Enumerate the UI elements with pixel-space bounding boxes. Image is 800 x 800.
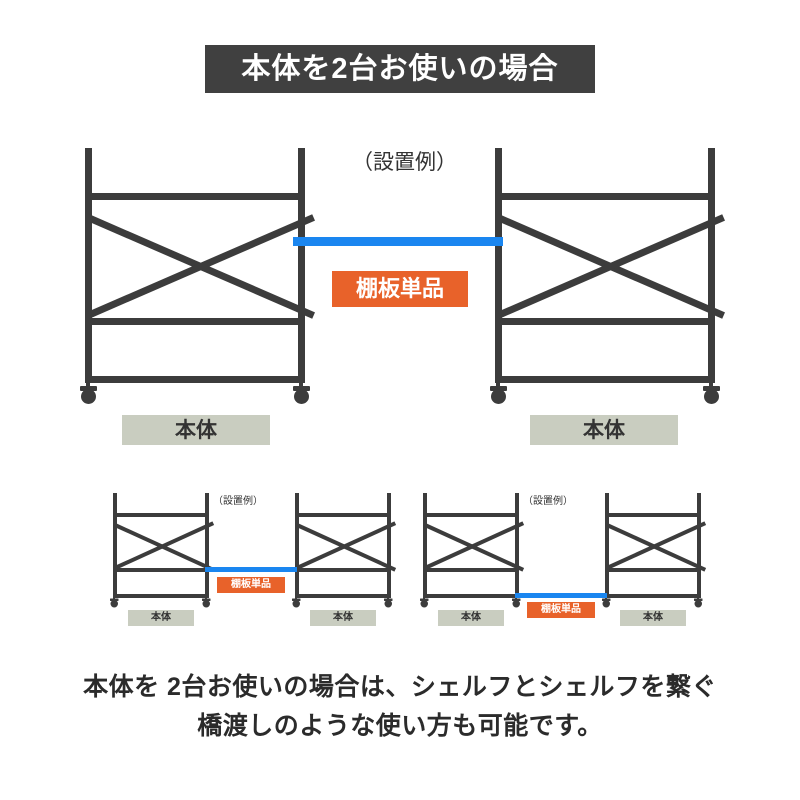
shelf-bottom [295, 594, 391, 598]
connector-shelf-board [515, 593, 607, 598]
post-right [387, 493, 391, 598]
shelf-top [423, 513, 519, 517]
unit-label-left: 本体 [128, 610, 194, 626]
caster-stem [496, 381, 500, 388]
example-note: （設置例） [523, 496, 573, 507]
shelf-middle [605, 568, 701, 572]
shelf-middle [113, 568, 209, 572]
bottom-caption: 本体を 2台お使いの場合は、シェルフとシェルフを繋ぐ 橋渡しのような使い方も可能… [0, 668, 800, 746]
post-right [205, 493, 209, 598]
post-left [605, 493, 609, 598]
caster-bracket [202, 598, 211, 601]
caster-bracket [110, 598, 119, 601]
example-note: （設置例） [352, 151, 457, 174]
caster-stem [709, 381, 713, 388]
shelf-bottom [113, 594, 209, 598]
shelf-unit-right [292, 493, 397, 608]
caster-wheel [694, 600, 702, 608]
connector-shelf-board [205, 567, 297, 572]
caster-bracket [602, 598, 611, 601]
unit-label-right: 本体 [310, 610, 376, 626]
caption-line-2: 橋渡しのような使い方も可能です。 [197, 711, 603, 740]
connector-label-badge: 棚板単品 [527, 602, 595, 618]
caster-bracket [490, 386, 507, 391]
post-left [495, 148, 502, 383]
shelf-unit-left [110, 493, 215, 608]
caster-stem [423, 596, 425, 600]
caster-bracket [80, 386, 97, 391]
caster-wheel [512, 600, 520, 608]
post-left [295, 493, 299, 598]
post-right [298, 148, 305, 383]
caster-stem [205, 596, 207, 600]
caster-wheel [81, 389, 96, 404]
caster-wheel [384, 600, 392, 608]
shelf-middle [295, 568, 391, 572]
example-note: （設置例） [213, 496, 263, 507]
shelf-top [295, 513, 391, 517]
shelf-bottom [423, 594, 519, 598]
shelf-bottom [495, 376, 715, 383]
connector-shelf-board [293, 237, 503, 246]
caster-bracket [694, 598, 703, 601]
caster-bracket [292, 598, 301, 601]
shelf-top [113, 513, 209, 517]
caster-stem [697, 596, 699, 600]
connector-label-badge: 棚板単品 [332, 271, 468, 307]
shelf-top [85, 193, 305, 200]
mini-diagram-middle-position: （設置例） 棚板単品 本体 本体 [95, 485, 415, 635]
caster-bracket [512, 598, 521, 601]
caster-bracket [384, 598, 393, 601]
caster-wheel [294, 389, 309, 404]
shelf-middle [495, 318, 715, 325]
mini-diagram-bottom-position: （設置例） 棚板単品 本体 本体 [405, 485, 725, 635]
caster-bracket [293, 386, 310, 391]
post-left [85, 148, 92, 383]
caster-wheel [202, 600, 210, 608]
caster-stem [86, 381, 90, 388]
shelf-unit-right [602, 493, 707, 608]
unit-label-right: 本体 [530, 415, 678, 445]
shelf-top [605, 513, 701, 517]
shelf-unit-right [490, 148, 725, 404]
post-right [708, 148, 715, 383]
caster-wheel [704, 389, 719, 404]
shelf-bottom [85, 376, 305, 383]
caster-wheel [110, 600, 118, 608]
unit-label-left: 本体 [438, 610, 504, 626]
main-diagram: （設置例） 棚板単品 本体 本体 [0, 130, 800, 460]
unit-label-left: 本体 [122, 415, 270, 445]
connector-label-badge: 棚板単品 [217, 577, 285, 593]
unit-label-right: 本体 [620, 610, 686, 626]
caster-bracket [703, 386, 720, 391]
caster-wheel [292, 600, 300, 608]
caster-stem [113, 596, 115, 600]
shelf-middle [423, 568, 519, 572]
shelf-unit-left [420, 493, 525, 608]
shelf-middle [85, 318, 305, 325]
post-left [113, 493, 117, 598]
caster-wheel [602, 600, 610, 608]
post-right [697, 493, 701, 598]
page-title: 本体を2台お使いの場合 [241, 52, 559, 85]
caster-stem [295, 596, 297, 600]
caster-stem [299, 381, 303, 388]
shelf-top [495, 193, 715, 200]
header-banner: 本体を2台お使いの場合 [205, 45, 595, 93]
caster-wheel [491, 389, 506, 404]
shelf-bottom [605, 594, 701, 598]
caster-wheel [420, 600, 428, 608]
shelf-unit-left [80, 148, 315, 404]
caption-line-1: 本体を 2台お使いの場合は、シェルフとシェルフを繋ぐ [83, 673, 717, 701]
post-left [423, 493, 427, 598]
caster-bracket [420, 598, 429, 601]
caster-stem [387, 596, 389, 600]
post-right [515, 493, 519, 598]
